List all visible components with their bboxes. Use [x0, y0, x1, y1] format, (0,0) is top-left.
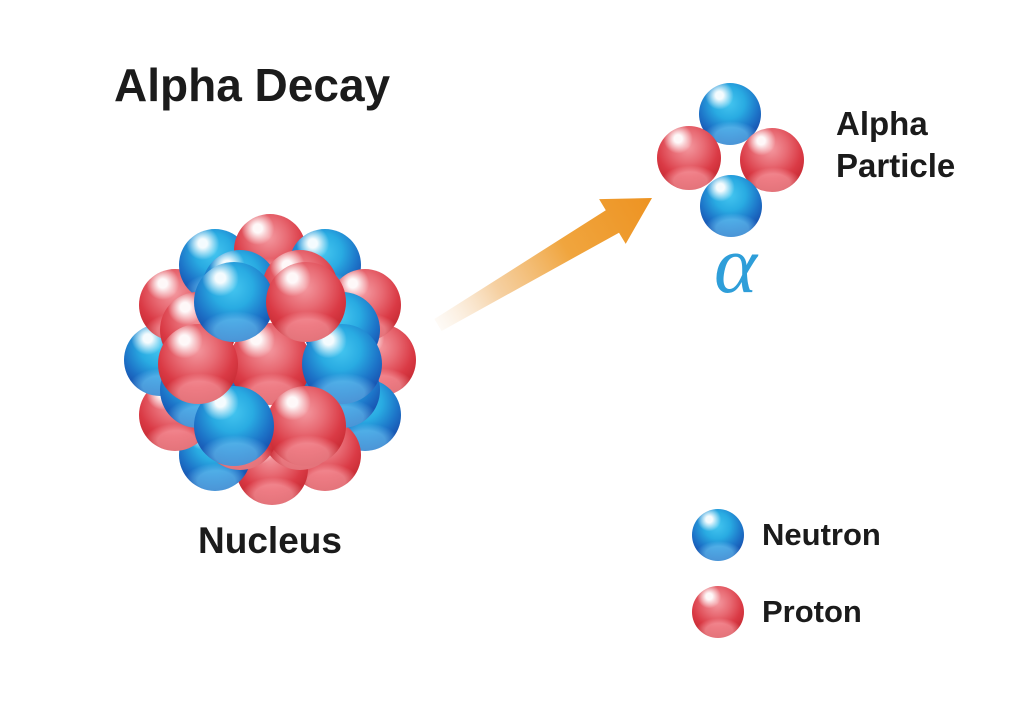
legend: Neutron Proton: [692, 509, 881, 663]
proton-sphere: [657, 126, 721, 190]
neutron-sphere-icon: [692, 509, 744, 561]
alpha-particle-label: Alpha Particle: [836, 105, 956, 185]
neutron-sphere: [700, 175, 762, 237]
proton-sphere: [266, 262, 346, 342]
legend-label-proton: Proton: [762, 594, 862, 629]
diagram-title: Alpha Decay: [114, 59, 391, 111]
proton-sphere-icon: [692, 586, 744, 638]
proton-sphere: [266, 386, 346, 466]
nucleus-cluster: [117, 212, 423, 508]
nucleus-label: Nucleus: [198, 520, 342, 561]
legend-label-neutron: Neutron: [762, 517, 881, 552]
legend-item-proton: Proton: [692, 586, 881, 638]
alpha-particle-cluster: [652, 80, 808, 238]
alpha-symbol: α: [714, 219, 758, 310]
neutron-sphere: [194, 262, 274, 342]
legend-item-neutron: Neutron: [692, 509, 881, 561]
decay-arrow: [420, 185, 680, 350]
decay-arrow-icon: [434, 198, 652, 331]
